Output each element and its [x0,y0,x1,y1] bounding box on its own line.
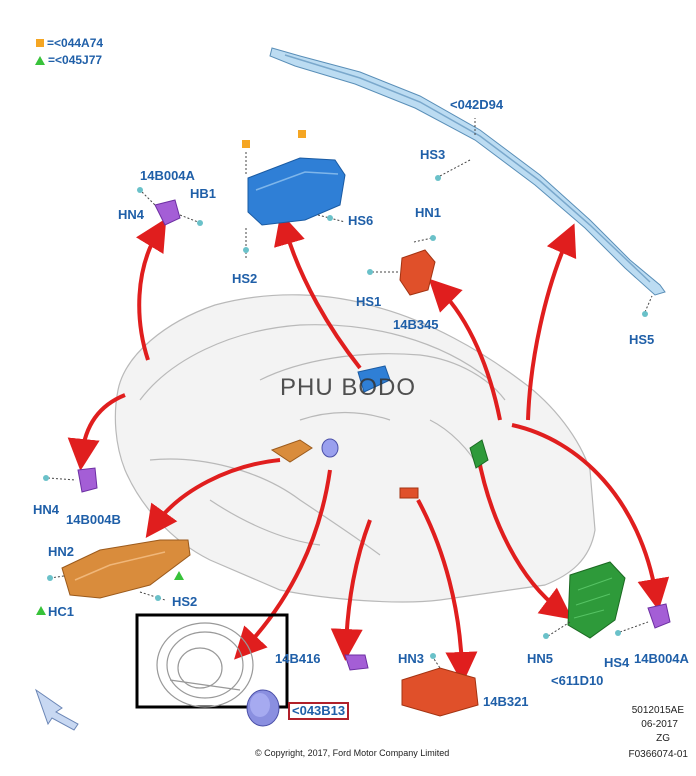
curtain-airbag [269,47,666,296]
label-hc1: HC1 [48,604,75,619]
legend-square-label: =<044A74 [47,36,104,50]
sensor-14b004a-top [137,187,203,226]
copyright: © Copyright, 2017, Ford Motor Company Li… [255,748,450,758]
arrow-to-steering [234,469,332,660]
label-hs2-bottom: HS2 [172,594,198,609]
figure-number: F0366074-01 [628,749,689,760]
label-14b004a-top: 14B004A [140,168,195,183]
label-hn2: HN2 [48,544,75,559]
knee-airbag-installed [270,439,313,463]
label-043b13: <043B13 [288,702,350,720]
arrow-passenger-to-blue [274,212,362,370]
legend-triangle-swatch [35,55,45,65]
sensor-14b004a-right [615,603,671,636]
driver-airbag-installed [321,438,339,458]
label-hs4: HS4 [604,655,630,670]
hs5-bolt [642,311,648,317]
label-042d94: <042D94 [450,97,504,112]
hs5-leader [644,295,653,313]
label-hn5: HN5 [527,651,554,666]
driver-airbag [246,689,280,727]
seat-airbag-installed [469,439,489,469]
arrow-to-14b416 [330,519,372,661]
label-14b345: 14B345 [393,317,439,332]
sensor-14b416 [344,654,369,671]
label-14b004a-right: 14B004A [634,651,689,666]
watermark: PHU BODO [280,374,417,401]
arrow-to-14b321 [416,499,478,684]
arrow-to-14b004b [67,393,126,471]
module-installed [399,487,419,499]
label-611d10: <611D10 [551,673,604,688]
connector-arrows [67,212,670,684]
label-hn1: HN1 [415,205,442,220]
label-hs2-top: HS2 [232,271,258,286]
label-hs1: HS1 [356,294,382,309]
label-hs3: HS3 [420,147,446,162]
arrow-to-14b345 [428,278,502,421]
label-14b321: 14B321 [483,694,529,709]
arrow-knee-to-top-left [136,218,167,361]
arrow-to-14b004a-right [511,423,670,611]
legend-square: =<044A74 [36,36,103,50]
legend-triangle-label: =<045J77 [48,53,103,67]
arrow-to-611d10 [476,454,573,620]
restraint-module-14b321 [401,653,479,717]
seat-airbag-611d10 [543,561,626,639]
legend-square-swatch [36,39,44,47]
passenger-airbag-installed [357,365,391,393]
steering-wheel [156,622,254,708]
label-hs6: HS6 [348,213,374,228]
triangle-marker-hc1 [36,606,46,615]
legend-triangle: =<045J77 [35,53,102,67]
label-hn4-mid: HN4 [33,502,60,517]
label-hs5: HS5 [629,332,655,347]
arrow-to-knee-bag [145,458,281,539]
doc-date: 06-2017 [641,719,678,730]
arrow-to-curtain [526,223,577,421]
passenger-airbag [242,130,346,258]
sensor-14b345 [367,235,436,296]
doc-ref: 5012015AE [631,705,684,716]
sensor-14b004b [43,467,98,493]
front-direction-arrow [35,688,79,731]
hs3-leader [439,159,471,177]
doc-code: ZG [656,733,670,744]
hs3-bolt [435,175,441,181]
label-hb1: HB1 [190,186,217,201]
label-14b004b: 14B004B [66,512,121,527]
label-hn4-top: HN4 [118,207,145,222]
label-hn3: HN3 [398,651,425,666]
knee-airbag [47,539,191,601]
label-14b416: 14B416 [275,651,321,666]
triangle-marker-right [174,571,184,580]
